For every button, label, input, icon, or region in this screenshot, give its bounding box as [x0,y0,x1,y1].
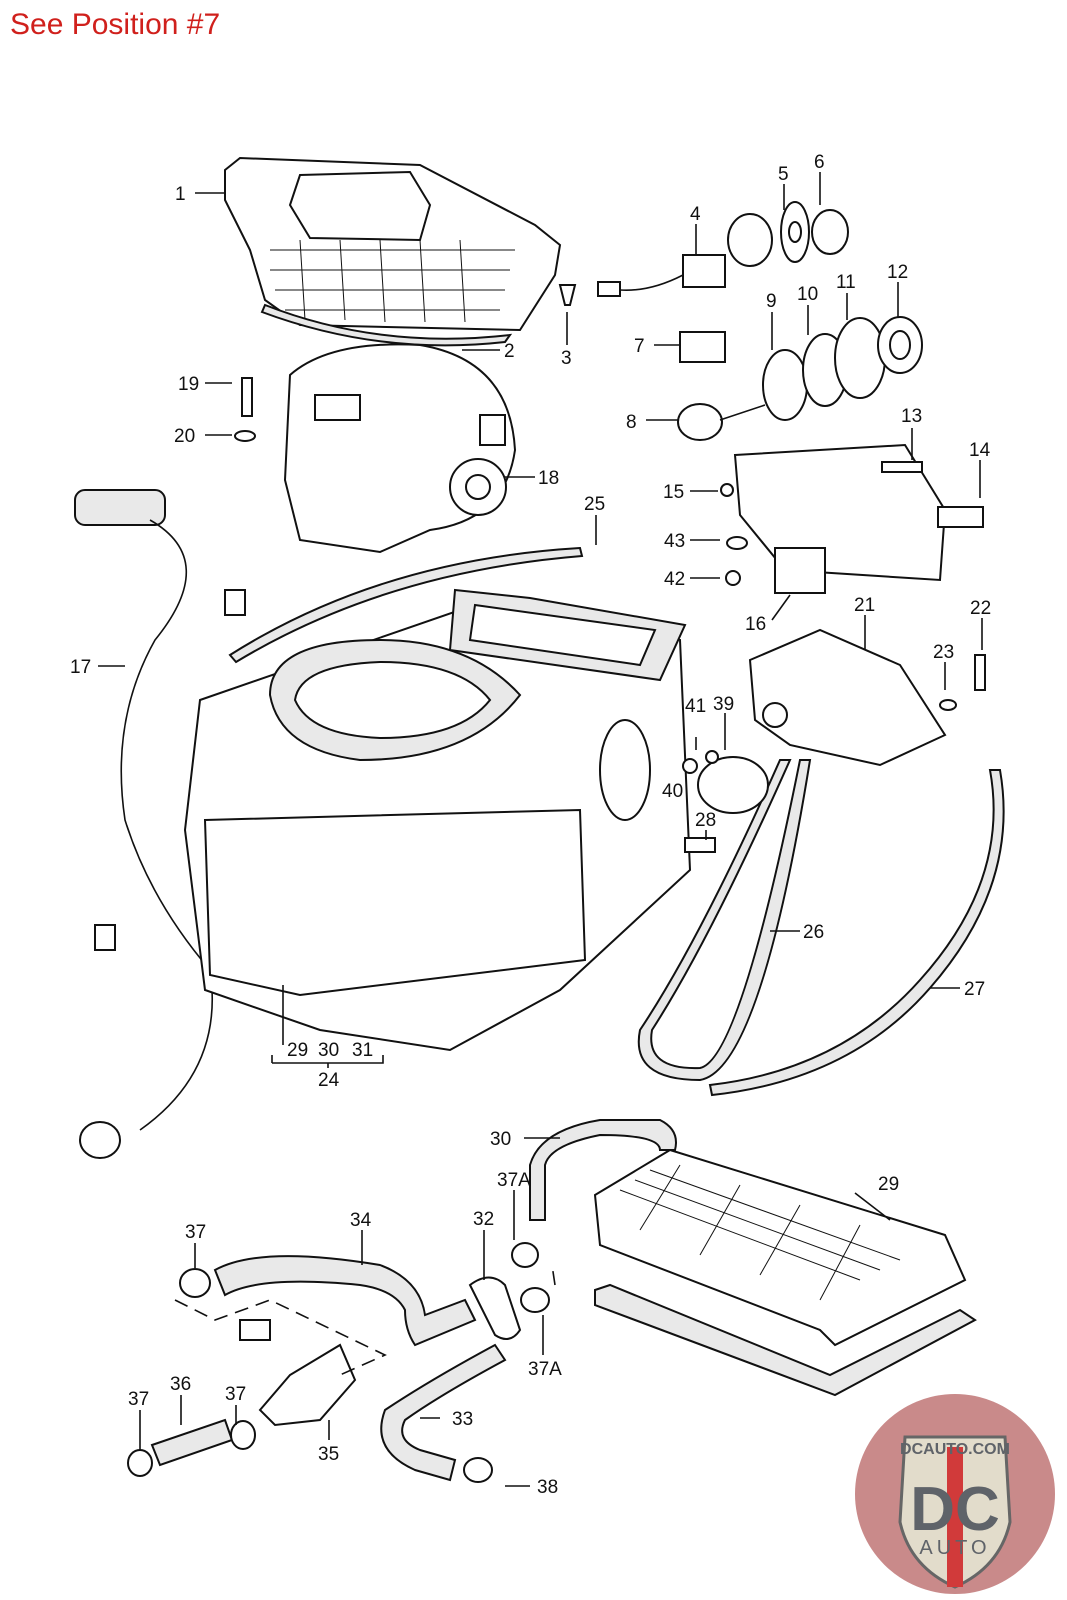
callout-25: 25 [584,494,605,515]
callout-5: 5 [778,164,789,185]
part-hose-36 [150,1418,234,1467]
callout-41: 41 [685,696,706,717]
logo-top-text: DCAUTO.COM [900,1441,1010,1458]
callout-14: 14 [969,440,991,461]
part-blower-motor [283,343,517,554]
callout-37A-upper: 37A [497,1170,531,1191]
callout-20: 20 [174,426,195,447]
callout-38: 38 [537,1477,558,1498]
callout-23: 23 [933,642,954,663]
callout-43: 43 [664,531,685,552]
part-grommet-32 [468,1276,522,1340]
part-hose-33 [380,1343,507,1482]
part-clamps [127,1242,550,1483]
callout-32: 32 [473,1209,494,1230]
callout-16: 16 [745,614,766,635]
part-screw [241,377,253,417]
part-heater-box [183,588,692,1052]
callout-11: 11 [836,272,856,293]
callout-2: 2 [504,341,515,362]
callout-15: 15 [663,482,684,503]
callout-42: 42 [664,569,685,590]
callout-13: 13 [901,406,922,427]
callout-36: 36 [170,1374,191,1395]
callout-24: 24 [318,1070,340,1091]
leader-lines [98,172,983,1487]
part-seal-30 [529,1119,677,1221]
callout-10: 10 [797,284,818,305]
part-clip [558,284,577,306]
callout-22: 22 [970,598,991,619]
callout-8: 8 [626,412,637,433]
part-cable-27 [708,769,1005,1097]
callout-19: 19 [178,374,199,395]
callout-6: 6 [814,152,825,173]
part-washer [234,430,256,442]
callout-18: 18 [538,468,559,489]
part-heater-core [593,1148,967,1347]
callout-27: 27 [964,979,985,1000]
callout-17: 17 [70,657,91,678]
part-switch-39 [697,756,769,814]
part-wiring-harness [74,489,246,1159]
logo-bottom-text: AUTO [919,1537,990,1559]
callout-37-a: 37 [185,1222,206,1243]
part-blower-cover [224,156,562,332]
callout-31-group: 31 [352,1040,373,1061]
logo-stripe [947,1447,963,1587]
part-valve-35 [239,1319,357,1427]
callout-7: 7 [634,336,645,357]
callout-37-b: 37 [225,1384,246,1405]
callout-29: 29 [878,1174,899,1195]
part-cable-26 [637,759,812,1082]
callout-39: 39 [713,694,734,715]
callout-34: 34 [350,1210,372,1231]
callout-33: 33 [452,1409,473,1430]
part-cable-25 [228,546,584,664]
part-control-panel [720,443,984,594]
logo-main-text: DC [910,1475,1000,1544]
part-flap-mechanism [748,628,986,767]
callout-37-c: 37 [128,1389,149,1410]
callout-30-group: 30 [318,1040,339,1061]
callout-30: 30 [490,1129,511,1150]
part-gasket [260,303,513,347]
page-title: See Position #7 [10,8,221,41]
callout-40: 40 [662,781,683,802]
callout-29-group: 29 [287,1040,308,1061]
part-washer-41 [705,750,719,764]
part-nut-40 [682,758,698,774]
callout-9: 9 [766,291,777,312]
callout-21: 21 [854,595,875,616]
callout-35: 35 [318,1444,339,1465]
dcauto-logo: DCAUTO.COM DC AUTO [855,1394,1055,1594]
callout-1: 1 [175,184,186,205]
part-switch-assembly [597,201,849,297]
part-clamp-28 [684,837,716,853]
part-fan-assembly [677,316,923,441]
callout-26: 26 [803,922,824,943]
callout-28: 28 [695,810,716,831]
callout-37A-lower: 37A [528,1359,562,1380]
callout-4: 4 [690,204,701,225]
callout-3: 3 [561,348,572,369]
part-hose-34 [213,1255,477,1347]
callout-12: 12 [887,262,908,283]
part-seal-31 [594,1283,977,1397]
